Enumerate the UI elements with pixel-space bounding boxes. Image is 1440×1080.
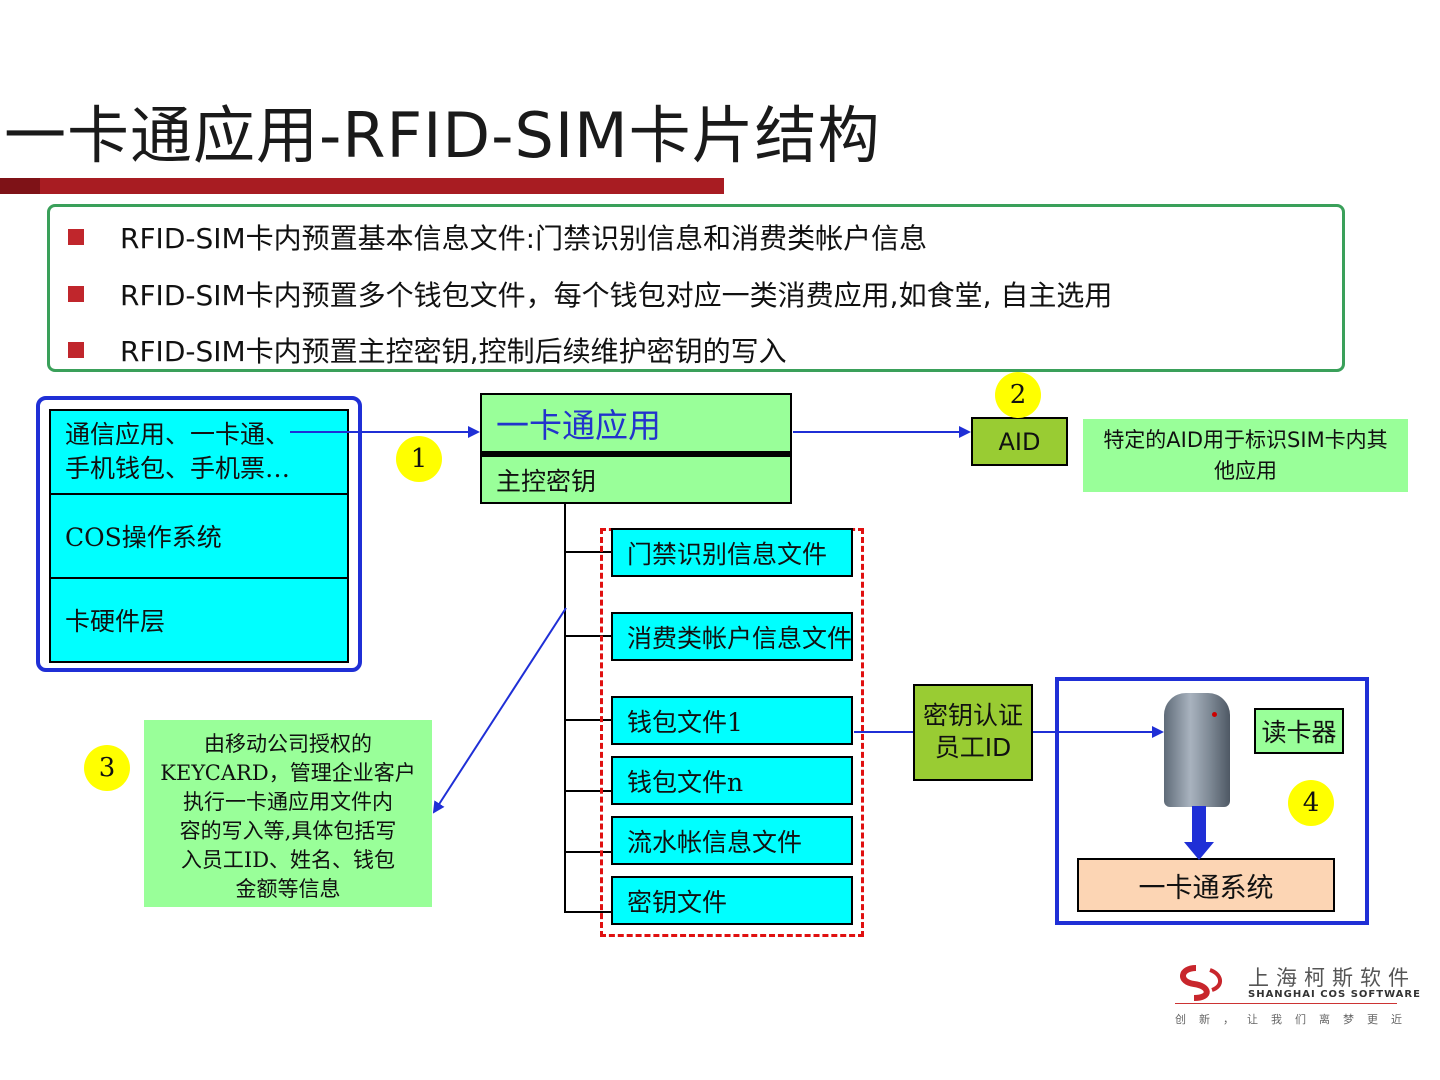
page-title: 一卡通应用-RFID-SIM卡片结构 [4,99,881,172]
aid-note: 特定的AID用于标识SIM卡内其他应用 [1083,419,1408,492]
master-key-box: 主控密钥 [480,457,792,504]
app-divider [480,452,792,458]
keycard-note-line: 执行一卡通应用文件内 [183,790,393,814]
reader-down-arrow-head [1184,842,1214,860]
tree-branch-line [564,790,612,792]
aid-box: AID [971,417,1068,466]
tree-branch-line [564,635,612,637]
company-logo-icon [1180,965,1210,1001]
keycard-note-line: KEYCARD，管理企业客户 [160,761,416,785]
bullet-text: RFID-SIM卡内预置多个钱包文件，每个钱包对应一类消费应用,如食堂, 自主选… [120,279,1113,312]
reader-label-box: 读卡器 [1254,708,1344,754]
step-badge-1: 1 [396,436,442,482]
layer-applications-line2: 手机钱包、手机票… [65,454,291,483]
tree-trunk-line [564,504,566,912]
company-logo-icon-accent [1209,968,1222,992]
tree-branch-line [564,911,612,913]
layer-applications-line1: 通信应用、一卡通、 [65,420,291,449]
key-auth-line2: 员工ID [934,733,1012,762]
company-name-cn: 上海柯斯软件 [1248,966,1416,990]
reader-frame [1055,677,1369,925]
tree-branch-line [564,551,612,553]
bullet-text: RFID-SIM卡内预置主控密钥,控制后续维护密钥的写入 [120,335,787,368]
file-consumer-account: 消费类帐户信息文件 [611,612,853,661]
logo-divider [1175,1003,1397,1004]
file-label: 钱包文件n [627,767,744,797]
layer-applications: 通信应用、一卡通、 手机钱包、手机票… [49,409,349,495]
title-underline-accent [0,178,40,194]
file-wallet-n: 钱包文件n [611,756,853,805]
reader-label: 读卡器 [1261,718,1337,747]
bullet-text: RFID-SIM卡内预置基本信息文件:门禁识别信息和消费类帐户信息 [120,222,928,255]
step-badge-4: 4 [1288,780,1334,826]
arrow-to-keycard [432,607,567,814]
file-label: 钱包文件1 [627,707,743,737]
tree-branch-line [564,851,612,853]
layer-hardware: 卡硬件层 [49,577,349,663]
company-slogan: 创新，让我们离梦更近 [1175,1013,1415,1026]
file-label: 消费类帐户信息文件 [627,623,853,653]
card-reader-device-icon [1164,693,1230,807]
tree-branch-line [564,719,612,721]
bullet-item: RFID-SIM卡内预置多个钱包文件，每个钱包对应一类消费应用,如食堂, 自主选… [68,268,1112,320]
aid-label: AID [998,427,1041,456]
master-key-label: 主控密钥 [496,466,597,496]
layer-hardware-label: 卡硬件层 [65,607,166,636]
card-system-label: 一卡通系统 [1138,872,1274,904]
keycard-note: 由移动公司授权的 KEYCARD，管理企业客户 执行一卡通应用文件内 容的写入等… [144,720,432,907]
file-wallet-1: 钱包文件1 [611,696,853,745]
file-label: 门禁识别信息文件 [627,539,828,569]
card-system-box: 一卡通系统 [1077,858,1335,912]
keycard-note-line: 金额等信息 [235,877,341,901]
keycard-note-line: 容的写入等,具体包括写 [179,819,397,843]
bullet-panel: RFID-SIM卡内预置基本信息文件:门禁识别信息和消费类帐户信息 RFID-S… [47,204,1345,372]
square-bullet-icon [68,286,84,302]
file-keys: 密钥文件 [611,876,853,925]
step-badge-3: 3 [84,745,130,791]
app-name: 一卡通应用 [496,406,661,445]
layer-cos: COS操作系统 [49,493,349,579]
reader-led-icon [1212,712,1217,717]
file-label: 流水帐信息文件 [627,827,803,857]
key-auth-box: 密钥认证 员工ID [913,684,1033,781]
reader-down-arrow-shaft [1192,806,1206,844]
square-bullet-icon [68,229,84,245]
step-badge-2: 2 [995,372,1041,418]
card-layer-stack: 通信应用、一卡通、 手机钱包、手机票… COS操作系统 卡硬件层 [36,396,362,672]
layer-cos-label: COS操作系统 [65,523,222,552]
key-auth-line1: 密钥认证 [922,701,1023,730]
company-name-en: SHANGHAI COS SOFTWARE [1248,989,1421,1000]
keycard-note-line: 入员工ID、姓名、钱包 [180,848,396,872]
app-box: 一卡通应用 [480,393,792,453]
aid-note-text: 特定的AID用于标识SIM卡内其他应用 [1103,427,1388,483]
file-transaction-log: 流水帐信息文件 [611,816,853,865]
title-underline [0,178,724,194]
bullet-item: RFID-SIM卡内预置主控密钥,控制后续维护密钥的写入 [68,324,787,376]
file-access-control: 门禁识别信息文件 [611,528,853,577]
keycard-note-line: 由移动公司授权的 [204,732,372,756]
file-label: 密钥文件 [627,887,728,917]
square-bullet-icon [68,342,84,358]
bullet-item: RFID-SIM卡内预置基本信息文件:门禁识别信息和消费类帐户信息 [68,211,927,263]
